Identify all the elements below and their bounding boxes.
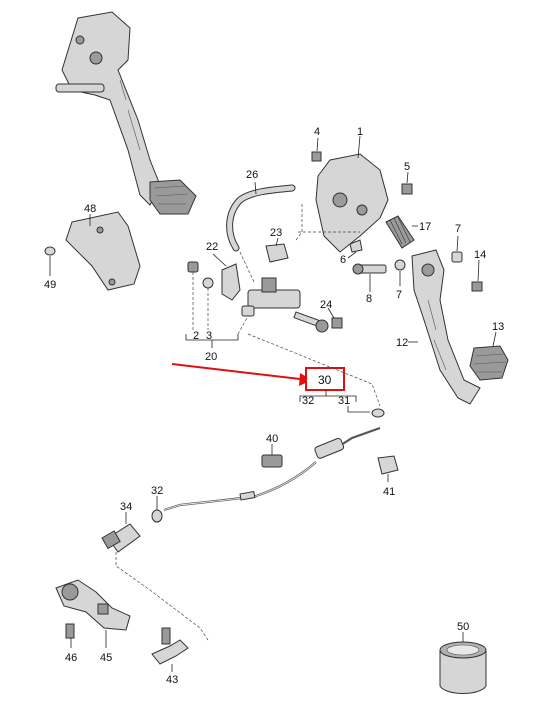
label-6: 6	[340, 254, 346, 266]
label-32a: 32	[302, 395, 314, 407]
slave-cylinder-45: 45	[55, 579, 131, 664]
label-40: 40	[266, 433, 278, 445]
dashed-guide-lower	[115, 552, 209, 641]
label-32-top: 32	[302, 395, 314, 407]
nut-5: 5	[401, 161, 413, 195]
clip-31: 31	[338, 395, 385, 418]
label-8: 8	[366, 293, 372, 305]
sleeve-50: 50	[439, 621, 487, 694]
bracket-48: 48	[65, 203, 141, 291]
dashed-guide-top	[239, 204, 360, 283]
master-cylinder-20	[241, 277, 329, 333]
label-12: 12	[396, 337, 408, 349]
hose-26: 26	[226, 169, 296, 252]
bolt-8: 8	[352, 263, 387, 305]
bolt-46: 46	[65, 623, 77, 664]
label-30: 30	[318, 373, 332, 387]
connector-41: 41	[377, 455, 399, 498]
clutch-line	[163, 426, 381, 512]
label-14: 14	[474, 249, 486, 261]
label-1: 1	[357, 126, 363, 138]
clip-32-lower: 32	[151, 485, 163, 523]
bushing-7a: 7	[394, 259, 406, 301]
bracket-23: 23	[265, 227, 289, 263]
pedal-pad-13: 13	[469, 321, 509, 381]
bushing-3: 3	[202, 277, 214, 342]
bushing-7b: 7	[451, 223, 463, 263]
mount-40: 40	[261, 433, 283, 468]
spring-17: 17	[385, 215, 431, 249]
reference-pedal-assembly	[55, 11, 197, 215]
label-34: 34	[120, 501, 132, 513]
label-48: 48	[84, 203, 96, 215]
seal-22: 22	[206, 241, 241, 301]
label-46: 46	[65, 652, 77, 664]
label-49: 49	[44, 279, 56, 291]
label-41: 41	[383, 486, 395, 498]
label-20: 20	[205, 351, 217, 363]
pedal-bracket-1: 1	[315, 126, 389, 253]
bolt-14: 14	[471, 249, 486, 292]
part-30-callout: 30	[247, 333, 381, 407]
clutch-pedal-12: 12	[396, 249, 481, 405]
clip-6: 6	[340, 239, 363, 266]
nut-4: 4	[311, 126, 322, 162]
label-4: 4	[314, 126, 320, 138]
label-43: 43	[166, 674, 178, 686]
label-45: 45	[100, 652, 112, 664]
label-22: 22	[206, 241, 218, 253]
nut-24: 24	[320, 299, 343, 329]
brace-20: 20	[185, 315, 249, 363]
label-2: 2	[193, 330, 199, 342]
label-23: 23	[270, 227, 282, 239]
fitting-43: 43	[151, 627, 189, 686]
label-5: 5	[404, 161, 410, 173]
bushing-2: 2	[187, 261, 199, 342]
label-32b: 32	[151, 485, 163, 497]
label-31: 31	[338, 395, 350, 407]
label-7b: 7	[455, 223, 461, 235]
label-50: 50	[457, 621, 469, 633]
label-26: 26	[246, 169, 258, 181]
highlight-arrow	[171, 363, 312, 386]
label-24: 24	[320, 299, 332, 311]
label-7a: 7	[396, 289, 402, 301]
label-13: 13	[492, 321, 504, 333]
coupling-34: 34	[101, 501, 141, 553]
label-3: 3	[206, 330, 212, 342]
label-17: 17	[419, 221, 431, 233]
washer-49: 49	[44, 246, 56, 291]
